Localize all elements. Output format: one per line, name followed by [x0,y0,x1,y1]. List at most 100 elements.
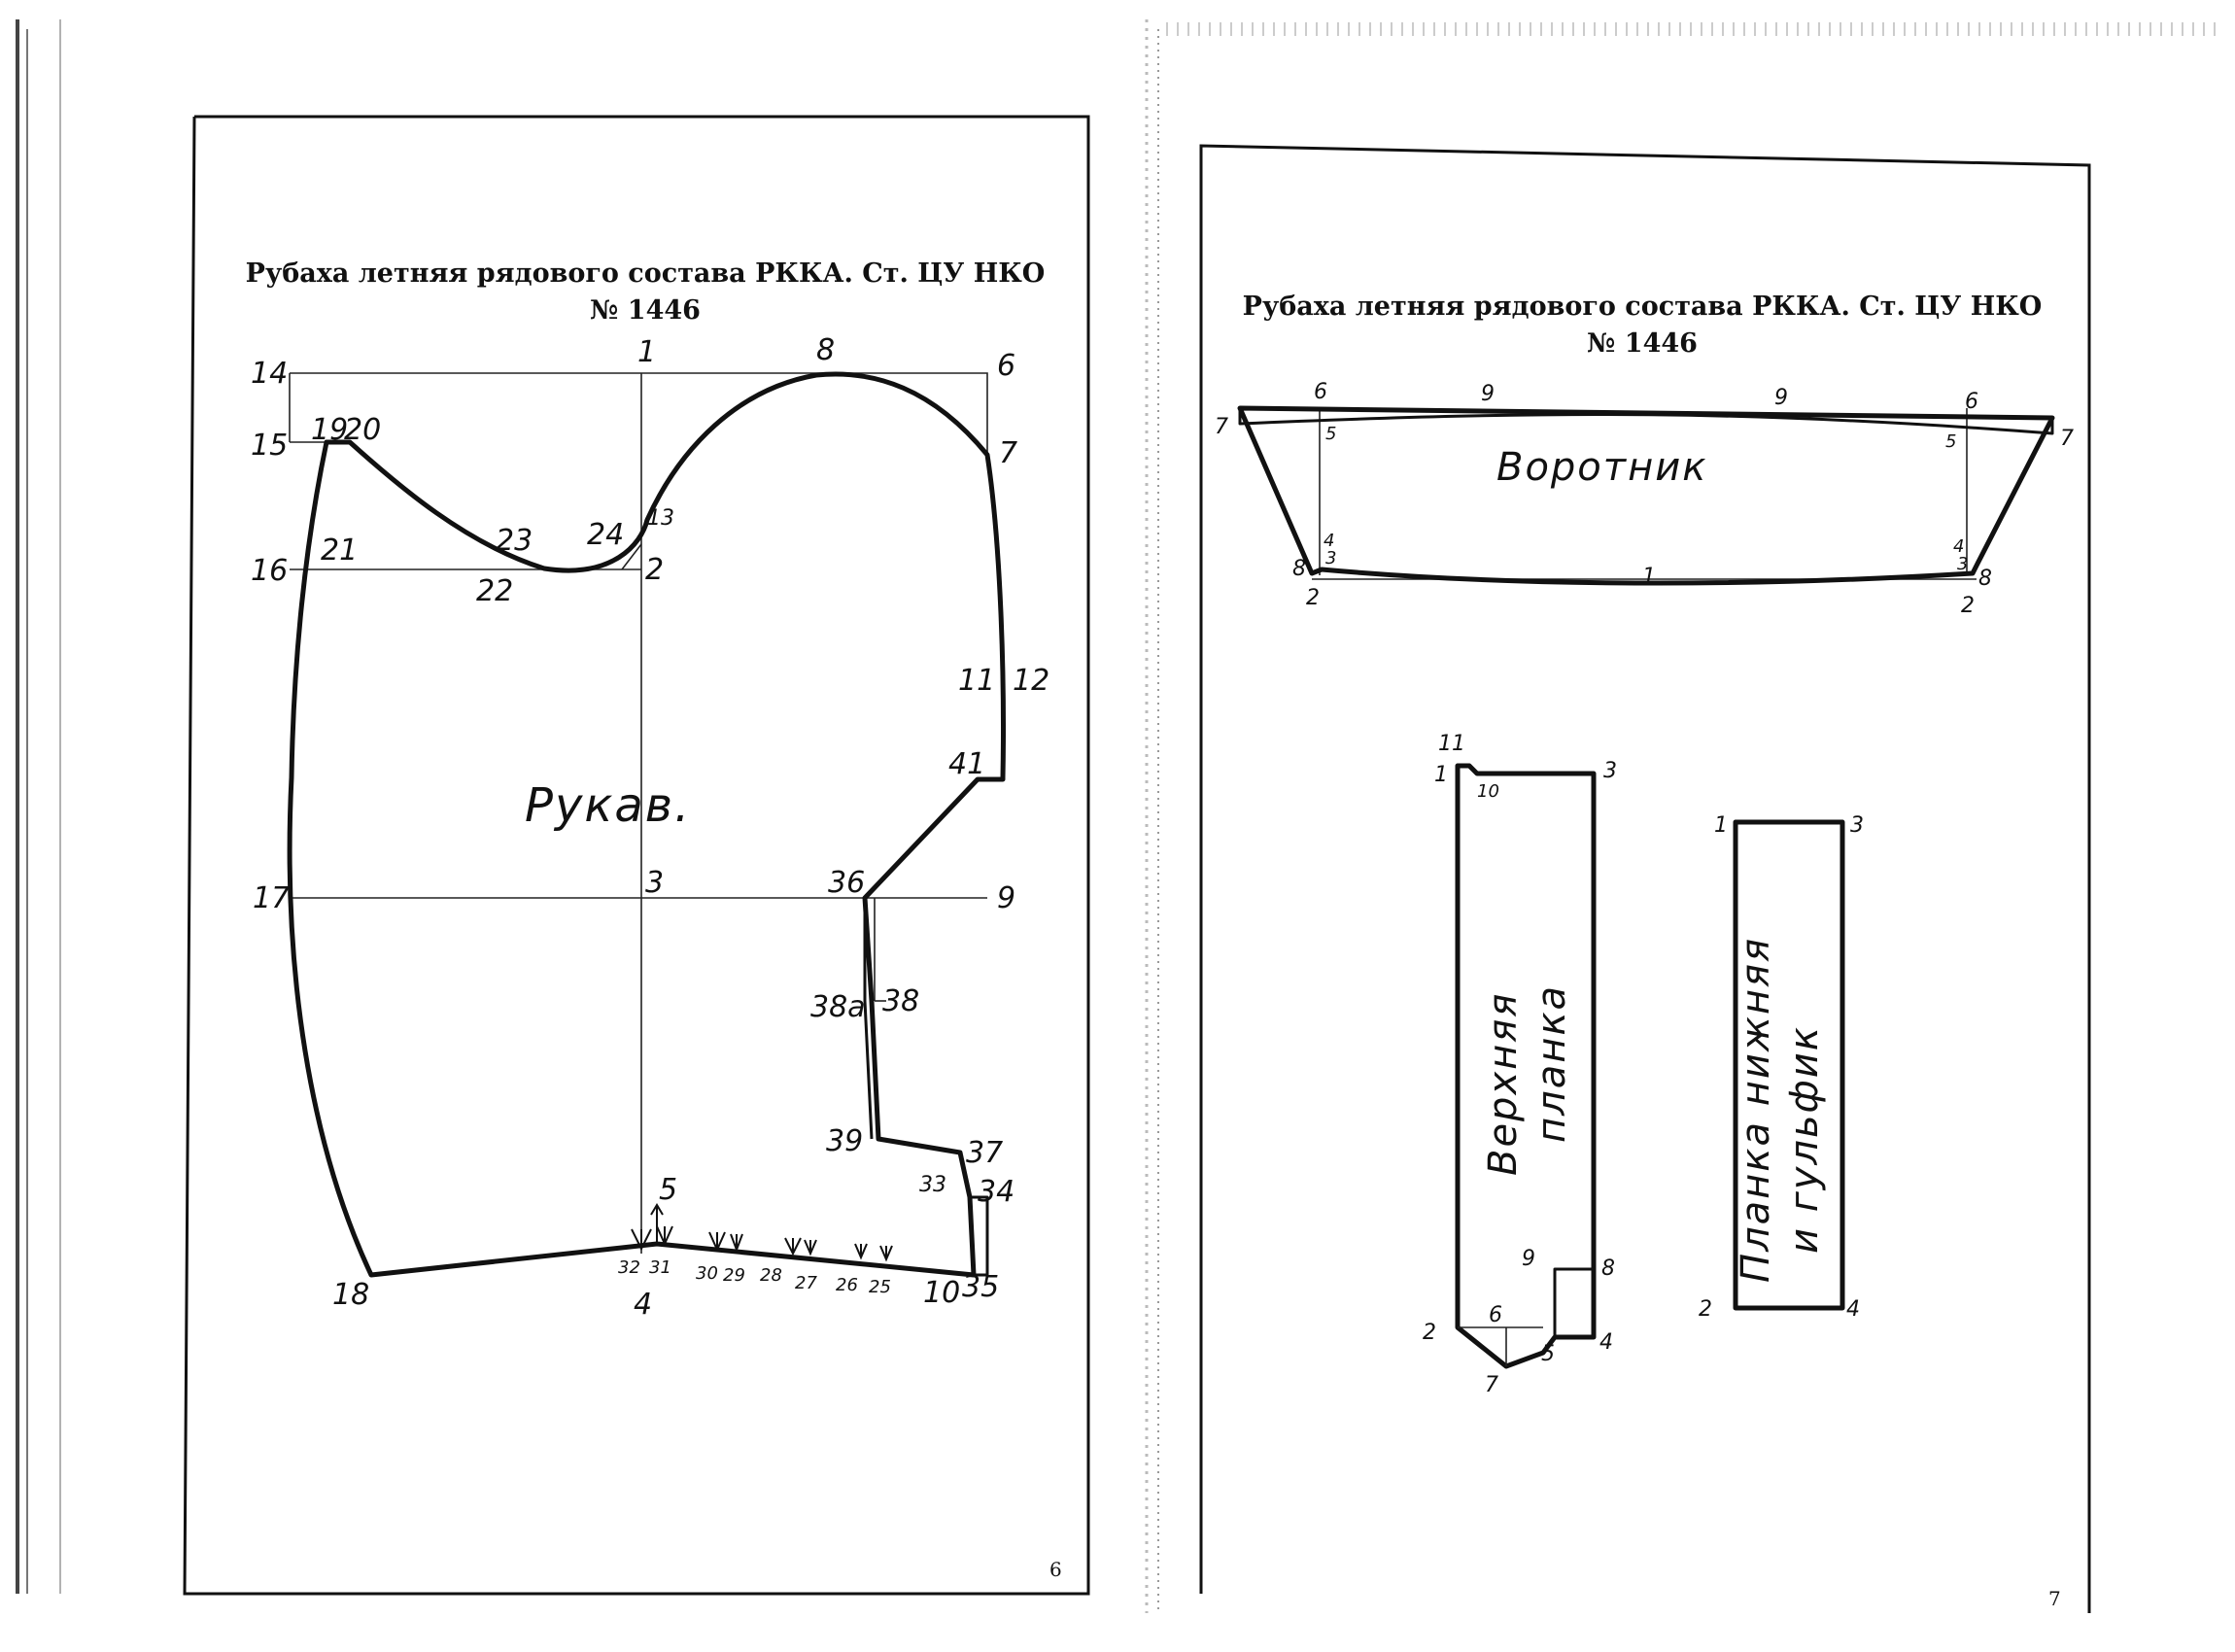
pleat-markers [631,1203,893,1262]
collar-label: Воротник [1496,445,1707,490]
point-label: 30 [696,1263,718,1284]
point-label: 1 [637,335,656,369]
point-label: 31 [649,1257,671,1278]
point-label: 10 [923,1276,960,1310]
point-label: 1 [1714,813,1728,838]
point-label: 33 [919,1173,946,1197]
point-label: 13 [647,506,674,531]
point-label: 34 [978,1175,1014,1209]
sleeve-point-labels: 14 1 8 6 15 19 20 7 16 21 23 24 13 2 22 … [251,333,1049,1322]
point-label: 11 [1438,732,1465,756]
point-label: 15 [251,429,288,463]
right-page-frame [1199,144,2091,1613]
right-header-number: № 1446 [1587,328,1698,359]
point-label: 18 [332,1278,369,1312]
point-label: 38 [882,984,919,1018]
point-label: 8 [1978,567,1992,591]
point-label: 12 [1013,664,1049,698]
point-label: 1 [1434,763,1448,787]
point-label: 7 [2060,427,2074,451]
point-label: 4 [1846,1297,1860,1322]
left-page-frame [183,115,1090,1596]
point-label: 17 [253,881,290,915]
point-label: 41 [948,747,985,781]
point-label: 37 [966,1136,1003,1170]
scan-edges [16,19,2216,1613]
page-number: 7 [2048,1587,2061,1610]
point-label: 3 [645,866,664,900]
lower-placket-point-labels: 1 3 2 4 [1699,813,1864,1322]
point-label: 22 [476,574,513,608]
point-label: 8 [1292,557,1306,581]
point-label: 10 [1477,781,1499,802]
lower-placket-label-line1: Планка нижняя [1734,937,1778,1283]
point-label: 28 [760,1265,782,1286]
point-label: 4 [1324,531,1334,551]
point-label: 9 [1522,1247,1535,1271]
lower-placket-label-line2: и гульфик [1782,1025,1827,1254]
upper-placket-label-line2: планка [1530,984,1574,1143]
right-header-title: Рубаха летняя рядового состава РККА. Ст.… [1243,292,2043,322]
point-label: 1 [1642,565,1656,589]
point-label: 5 [659,1173,677,1207]
left-header-title: Рубаха летняя рядового состава РККА. Ст.… [246,258,1046,289]
point-label: 5 [1945,431,1956,452]
point-label: 7 [1485,1373,1498,1397]
upper-placket-point-labels: 11 1 10 3 9 8 2 6 4 5 7 [1423,732,1617,1397]
sleeve-construction-lines [289,372,988,1254]
point-label: 26 [836,1275,858,1295]
point-label: 20 [344,413,381,447]
point-label: 36 [828,866,865,900]
point-label: 6 [1314,380,1327,404]
upper-placket-label-line1: Верхняя [1481,992,1526,1176]
point-label: 29 [723,1265,745,1286]
point-label: 7 [1215,415,1228,439]
point-label: 9 [997,881,1015,915]
collar-piece: Воротник 7 6 9 9 6 7 5 5 4 4 3 3 8 8 2 2… [1215,380,2074,618]
point-label: 4 [1953,536,1964,557]
point-label: 32 [618,1257,640,1278]
point-label: 23 [496,524,533,558]
right-page: Рубаха летняя рядового состава РККА. Ст.… [1199,144,2091,1613]
point-label: 5 [1325,424,1336,444]
point-label: 2 [1961,594,1975,618]
point-label: 6 [1965,390,1978,414]
sleeve-label: Рукав. [525,778,691,833]
cuff-slit-strip [863,898,874,1140]
point-label: 2 [1423,1321,1436,1345]
point-label: 6 [997,349,1015,383]
lower-placket-piece: Планка нижняя и гульфик 1 3 2 4 [1699,813,1864,1322]
point-label: 38a [810,990,866,1024]
point-label: 16 [251,554,288,588]
left-header-number: № 1446 [590,295,701,326]
point-label: 2 [1699,1297,1712,1322]
point-label: 3 [1850,813,1864,838]
point-label: 25 [869,1277,891,1297]
point-label: 3 [1603,759,1617,783]
point-label: 4 [634,1288,652,1322]
point-label: 2 [1306,586,1320,610]
point-label: 39 [826,1124,863,1158]
left-page: Рубаха летняя рядового состава РККА. Ст.… [183,115,1090,1596]
point-label: 2 [645,553,664,587]
point-label: 5 [1541,1342,1555,1366]
upper-placket-piece: Верхняя планка 11 1 10 3 9 8 2 6 4 5 7 [1423,732,1617,1397]
point-label: 19 [311,413,348,447]
page-number: 6 [1049,1558,1062,1581]
point-label: 24 [587,518,624,552]
point-label: 14 [251,357,288,391]
point-label: 3 [1957,554,1968,574]
point-label: 9 [1774,386,1788,410]
point-label: 21 [321,533,358,568]
point-label: 3 [1325,548,1336,568]
sleeve-outline [287,371,1006,1278]
point-label: 4 [1599,1330,1613,1355]
point-label: 27 [795,1273,817,1293]
point-label: 8 [816,333,835,367]
point-label: 11 [958,664,995,698]
collar-point-labels: 7 6 9 9 6 7 5 5 4 4 3 3 8 8 2 2 1 [1215,380,2074,618]
point-label: 9 [1481,382,1495,406]
cuff-tab [970,1195,989,1277]
point-label: 8 [1601,1256,1615,1281]
